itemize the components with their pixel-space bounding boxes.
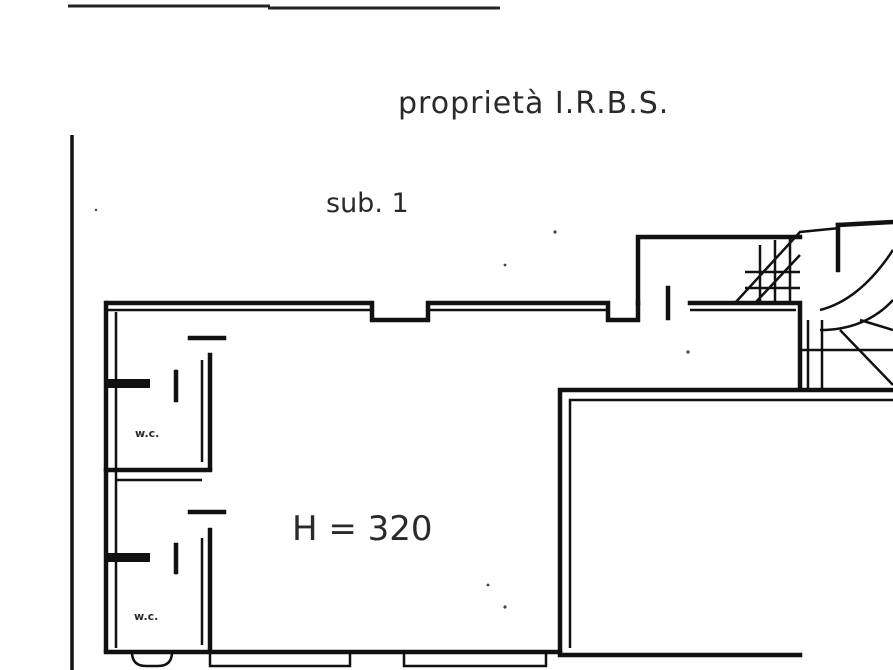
top-border bbox=[68, 4, 500, 10]
height-label: H = 320 bbox=[292, 509, 433, 549]
owner-label: proprietà I.R.B.S. bbox=[398, 86, 669, 121]
staircase bbox=[734, 219, 893, 390]
wc-label-upper: w.c. bbox=[135, 427, 159, 440]
right-room-walls bbox=[557, 387, 893, 653]
wc-label-lower: w.c. bbox=[134, 610, 158, 623]
sub-label: sub. 1 bbox=[326, 188, 409, 219]
outer-walls bbox=[103, 234, 803, 668]
wc-partitions bbox=[103, 335, 227, 651]
scan-noise bbox=[94, 208, 690, 609]
